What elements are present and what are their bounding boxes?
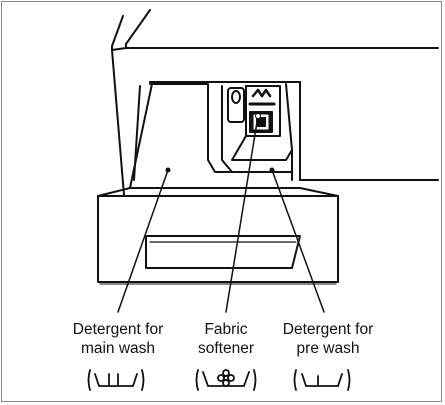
leader-main-wash — [117, 169, 169, 313]
label-softener-line1: Fabric — [204, 321, 248, 338]
drawer-front — [97, 195, 339, 283]
siphon-cap — [227, 87, 245, 123]
label-pre-wash: Detergent for pre wash — [272, 320, 384, 358]
leader-pre-wash — [271, 169, 325, 313]
pointer-dot-pre-wash — [269, 167, 275, 173]
label-pre-wash-line2: pre wash — [296, 340, 360, 357]
label-main-wash: Detergent for main wash — [62, 320, 174, 358]
label-softener-line2: softener — [197, 340, 254, 357]
label-main-wash-line1: Detergent for — [72, 321, 164, 338]
pre-wash-tub-icon — [293, 369, 351, 391]
machine-left-edge — [111, 15, 125, 196]
leader-softener — [225, 115, 259, 313]
pointer-dot-softener — [255, 113, 261, 119]
flower-softener-icon — [195, 369, 257, 391]
label-main-wash-line2: main wash — [80, 340, 156, 357]
drawer-handle-recess — [145, 235, 301, 269]
label-softener: Fabric softener — [186, 320, 266, 358]
softener-housing — [221, 85, 233, 173]
machine-top-panel-edge — [125, 9, 439, 49]
main-wash-compartment-left — [129, 83, 153, 189]
drawer-top-edge — [97, 187, 339, 197]
main-wash-tub-icon — [87, 369, 145, 391]
pointer-dot-main-wash — [165, 167, 171, 173]
label-pre-wash-line1: Detergent for — [282, 321, 374, 338]
